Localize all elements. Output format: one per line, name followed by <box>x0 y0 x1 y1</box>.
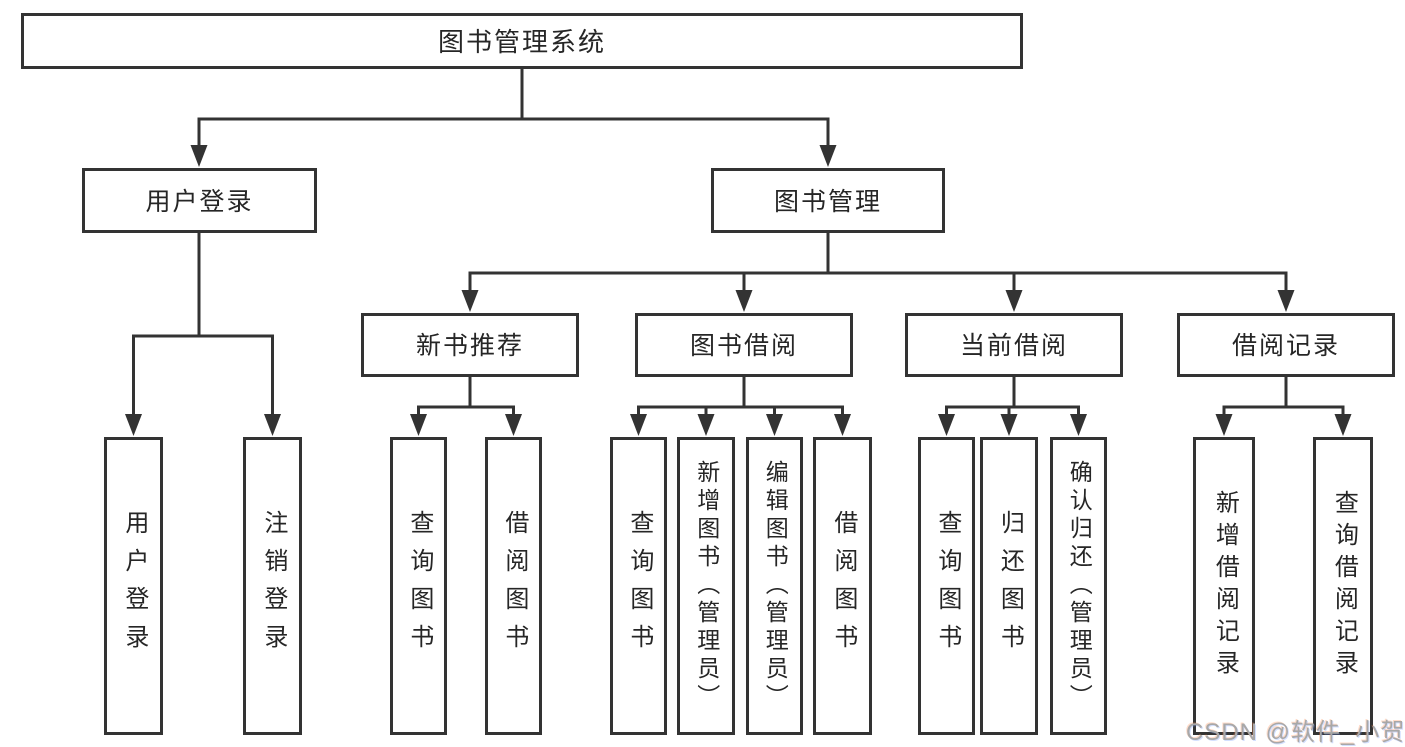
node-book-management-label: 图书管理 <box>773 187 882 216</box>
leaf-query-book-current-label: 查询图书 <box>933 510 961 662</box>
leaf-query-book-borrow-label: 查询图书 <box>625 510 653 662</box>
leaf-query-borrow-record: 查询借阅记录 <box>1313 437 1373 735</box>
node-current-borrow-label: 当前借阅 <box>959 332 1068 360</box>
leaf-return-book: 归还图书 <box>980 437 1038 735</box>
node-borrow-records: 借阅记录 <box>1177 313 1395 377</box>
leaf-edit-book-admin-label: 编辑图书（管理员） <box>762 460 789 712</box>
csdn-watermark: CSDN @软件_小贺同学 <box>1186 719 1405 746</box>
node-user-login: 用户登录 <box>82 168 317 233</box>
leaf-borrow-book-recommend: 借阅图书 <box>485 437 542 735</box>
leaf-query-book-recommend-label: 查询图书 <box>405 510 433 662</box>
node-current-borrow: 当前借阅 <box>905 313 1123 377</box>
node-root-label: 图书管理系统 <box>437 26 606 57</box>
node-book-management: 图书管理 <box>711 168 945 233</box>
node-borrow-records-label: 借阅记录 <box>1231 332 1340 360</box>
leaf-query-borrow-record-label: 查询借阅记录 <box>1330 490 1358 682</box>
leaf-user-login-label: 用户登录 <box>120 510 148 662</box>
leaf-user-login: 用户登录 <box>104 437 163 735</box>
leaf-query-book-recommend: 查询图书 <box>390 437 447 735</box>
node-book-borrow-label: 图书借阅 <box>689 332 798 360</box>
leaf-add-borrow-record-label: 新增借阅记录 <box>1211 490 1239 682</box>
leaf-query-book-current: 查询图书 <box>918 437 975 735</box>
leaf-add-borrow-record: 新增借阅记录 <box>1193 437 1255 735</box>
leaf-query-book-borrow: 查询图书 <box>610 437 667 735</box>
leaf-borrow-book-label: 借阅图书 <box>829 510 857 662</box>
node-new-book-recommend-label: 新书推荐 <box>415 332 524 360</box>
node-new-book-recommend: 新书推荐 <box>361 313 579 377</box>
node-user-login-label: 用户登录 <box>145 187 254 216</box>
leaf-logout-label: 注销登录 <box>259 510 287 662</box>
leaf-edit-book-admin: 编辑图书（管理员） <box>746 437 803 735</box>
leaf-return-book-label: 归还图书 <box>996 510 1024 662</box>
leaf-confirm-return-admin: 确认归还（管理员） <box>1050 437 1107 735</box>
node-book-borrow: 图书借阅 <box>635 313 853 377</box>
leaf-confirm-return-admin-label: 确认归还（管理员） <box>1066 460 1093 712</box>
leaf-borrow-book-recommend-label: 借阅图书 <box>500 510 528 662</box>
leaf-add-book-admin-label: 新增图书（管理员） <box>693 460 720 712</box>
leaf-logout: 注销登录 <box>243 437 302 735</box>
node-root: 图书管理系统 <box>21 13 1023 69</box>
leaf-borrow-book: 借阅图书 <box>813 437 872 735</box>
leaf-add-book-admin: 新增图书（管理员） <box>677 437 735 735</box>
